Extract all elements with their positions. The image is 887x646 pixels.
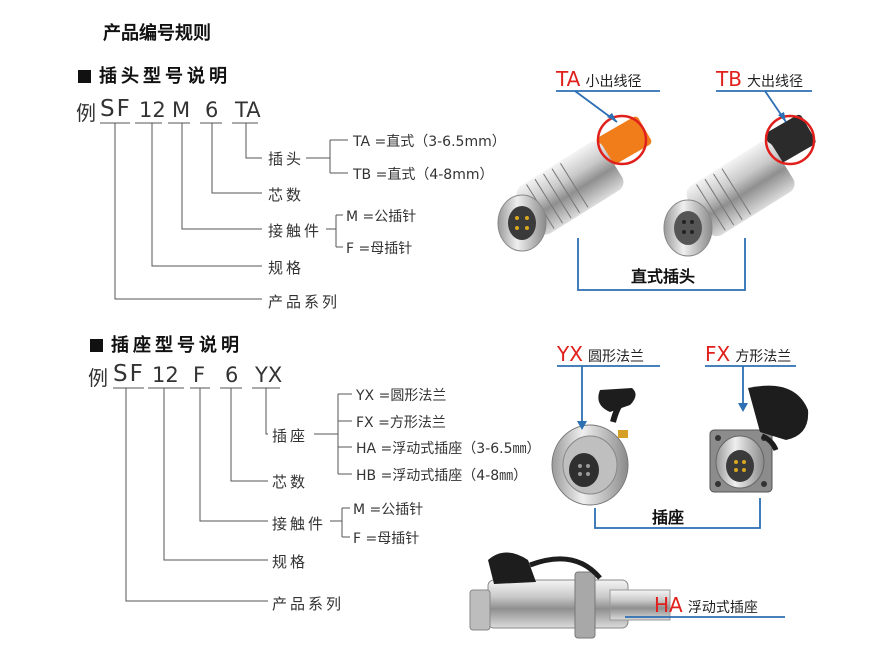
plug-option-ta: TA =直式（3-6.5mm）	[353, 134, 506, 150]
yx-callout: YX 圆形法兰	[557, 342, 645, 366]
plug-code-m: M	[172, 98, 191, 122]
plug-section-heading: 插头型号说明	[78, 62, 231, 88]
socket-code-6: 6	[225, 363, 239, 387]
fx-callout: FX 方形法兰	[705, 342, 792, 366]
plug-label-plug: 插头	[268, 150, 305, 168]
plug-code-12: 12	[139, 98, 166, 122]
socket-option-ha: HA =浮动式插座（3-6.5㎜）	[356, 441, 541, 457]
socket-image-caption: 插座	[652, 508, 685, 527]
plug-heading-text: 插头型号说明	[99, 66, 231, 87]
square-bullet-icon	[90, 339, 103, 352]
socket-label-contact: 接触件	[272, 515, 327, 533]
plug-callout-lines	[556, 90, 812, 291]
plug-label-series: 产品系列	[268, 293, 341, 311]
tb-plug-image	[663, 114, 816, 257]
page-title: 产品编号规则	[103, 23, 211, 44]
yx-socket-image	[551, 388, 636, 506]
plug-code-sf: SF	[100, 96, 132, 122]
socket-label-cores: 芯数	[272, 473, 309, 491]
tb-callout: TB 大出线径	[716, 67, 804, 91]
plug-code-brackets	[100, 122, 348, 300]
ta-plug-image	[497, 114, 652, 252]
plug-label-contact: 接触件	[268, 222, 323, 240]
plug-code-ta: TA	[235, 98, 261, 122]
fx-socket-image	[709, 385, 809, 493]
plug-option-f: F =母插针	[346, 241, 413, 257]
socket-label-socket: 插座	[272, 427, 309, 445]
plug-label-cores: 芯数	[268, 186, 305, 204]
socket-code-brackets	[113, 387, 352, 602]
plug-image-caption: 直式插头	[631, 267, 696, 286]
socket-code-sf: SF	[113, 361, 145, 387]
socket-code-f: F	[193, 363, 206, 387]
socket-option-hb: HB =浮动式插座（4-8㎜）	[356, 468, 528, 484]
ta-callout: TA 小出线径	[556, 67, 642, 91]
socket-callout-lines	[557, 365, 796, 529]
socket-example-prefix: 例	[88, 366, 108, 390]
socket-option-m: M =公插针	[353, 502, 424, 518]
socket-label-spec: 规格	[272, 553, 309, 571]
socket-code-12: 12	[152, 363, 179, 387]
plug-code-6: 6	[205, 98, 219, 122]
ha-socket-image	[469, 552, 671, 639]
square-bullet-icon	[78, 70, 91, 83]
socket-code-yx: YX	[255, 363, 283, 387]
socket-option-f: F =母插针	[353, 531, 420, 547]
ha-callout: HA 浮动式插座	[654, 593, 758, 617]
plug-label-spec: 规格	[268, 259, 305, 277]
socket-label-series: 产品系列	[272, 595, 345, 613]
socket-option-yx: YX =圆形法兰	[356, 388, 447, 404]
plug-option-m: M =公插针	[346, 209, 417, 225]
socket-option-fx: FX =方形法兰	[356, 415, 446, 431]
socket-section-heading: 插座型号说明	[90, 331, 243, 357]
plug-example-prefix: 例	[76, 101, 96, 125]
plug-option-tb: TB =直式（4-8mm）	[353, 167, 494, 183]
socket-heading-text: 插座型号说明	[111, 335, 243, 356]
